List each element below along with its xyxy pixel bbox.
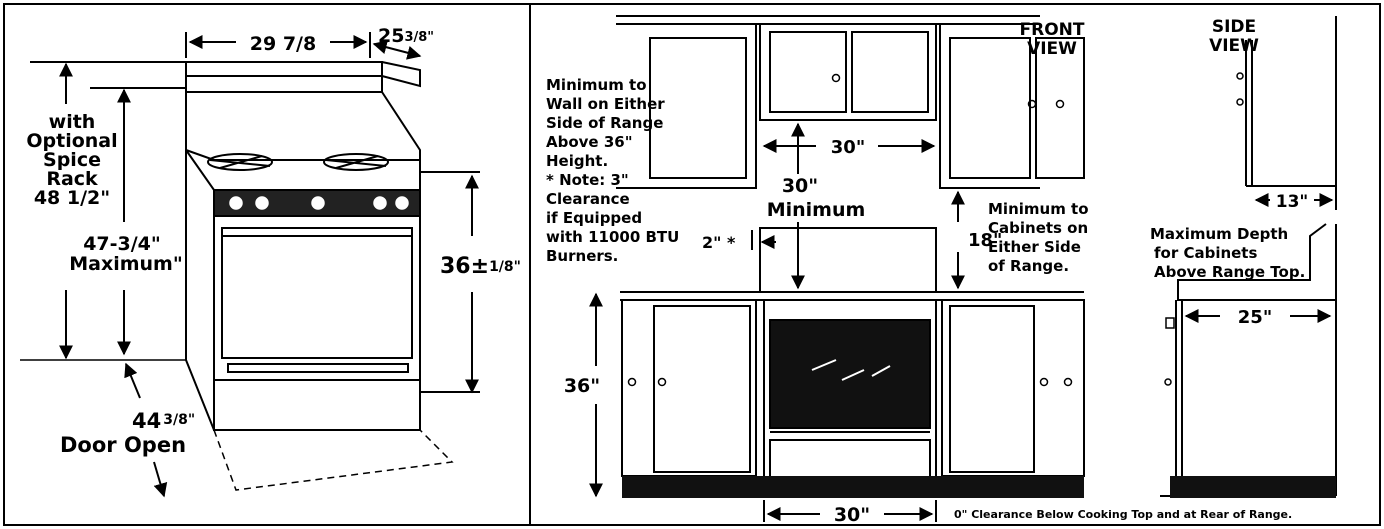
max-height-value: 47-3/4" bbox=[83, 233, 161, 255]
min-clearance-text: Minimum bbox=[767, 199, 866, 221]
spice-rack-line: Spice bbox=[43, 149, 101, 171]
wall-note-line: if Equipped bbox=[546, 209, 642, 227]
side-knobs bbox=[1164, 72, 1244, 386]
knob-icon bbox=[311, 196, 325, 210]
left-dimension-lines bbox=[30, 32, 480, 498]
base-height-label: 36" bbox=[564, 375, 600, 397]
upper-width-label: 30" bbox=[831, 137, 865, 158]
wall-note-line: * Note: 3" bbox=[546, 171, 629, 189]
cabinet-knob-icon bbox=[1164, 378, 1172, 386]
cabinet-knob-icon bbox=[1063, 377, 1073, 387]
bottom-note: 0" Clearance Below Cooking Top and at Re… bbox=[954, 508, 1292, 521]
min-clearance-value: 30" bbox=[782, 175, 818, 197]
wall-note-line: Burners. bbox=[546, 247, 618, 265]
range-knobs bbox=[229, 196, 409, 210]
side-gap-label: 2" * bbox=[702, 233, 736, 252]
cabinet-note-line: of Range. bbox=[988, 257, 1069, 275]
wall-note: Minimum to Wall on Either Side of Range … bbox=[546, 76, 679, 265]
cabinet-knob-icon bbox=[1236, 72, 1244, 80]
wall-note-line: Minimum to bbox=[546, 76, 647, 94]
wall-note-line: Height. bbox=[546, 152, 608, 170]
wall-note-line: Above 36" bbox=[546, 133, 633, 151]
cabinet-knob-icon bbox=[627, 377, 637, 387]
cabinet-knob-icon bbox=[657, 377, 667, 387]
width-label: 29 7/8 bbox=[250, 33, 316, 55]
knob-icon bbox=[373, 196, 387, 210]
cabinet-knob-icon bbox=[1027, 99, 1037, 109]
cabinet-knob-icon bbox=[831, 73, 841, 83]
front-knobs bbox=[627, 73, 1073, 387]
side-view-title: SIDE bbox=[1212, 17, 1256, 37]
spice-rack-line: Optional bbox=[26, 130, 117, 152]
spice-rack-line: 48 1/2" bbox=[34, 187, 110, 209]
door-open-text: Door Open bbox=[60, 433, 186, 457]
spice-rack-line: Rack bbox=[46, 168, 98, 190]
depth-note-line: Maximum Depth bbox=[1150, 225, 1288, 243]
wall-note-line: Clearance bbox=[546, 190, 630, 208]
cabinet-note: Minimum to Cabinets on Either Side of Ra… bbox=[988, 200, 1089, 275]
cabinet-note-line: Minimum to bbox=[988, 200, 1089, 218]
range-depth-label: 25" bbox=[1238, 307, 1272, 328]
knob-icon bbox=[229, 196, 243, 210]
front-cabinets bbox=[616, 15, 1085, 497]
depth-note-line: Above Range Top. bbox=[1154, 263, 1305, 281]
oven-window-glare bbox=[811, 359, 891, 381]
cabinet-note-line: Cabinets on bbox=[988, 219, 1088, 237]
max-height-text: Maximum" bbox=[69, 253, 183, 275]
depth-label: 253/8" bbox=[378, 25, 434, 47]
spice-rack-line: with bbox=[49, 111, 96, 133]
cabinet-knob-icon bbox=[1055, 99, 1065, 109]
front-dimension-lines bbox=[589, 122, 965, 522]
knob-icon bbox=[255, 196, 269, 210]
side-dimension-lines bbox=[1184, 193, 1334, 323]
toe-kick bbox=[622, 476, 1084, 498]
cabinet-knob-icon bbox=[1236, 98, 1244, 106]
knob-icon bbox=[395, 196, 409, 210]
counter-height-label: 36±1/8" bbox=[440, 254, 521, 279]
wall-note-line: with 11000 BTU bbox=[546, 228, 679, 246]
cabinet-knob-icon bbox=[1039, 377, 1049, 387]
cabinet-depth-label: 13" bbox=[1276, 192, 1309, 212]
range-width-label: 30" bbox=[834, 504, 870, 526]
depth-note: Maximum Depth for Cabinets Above Range T… bbox=[1150, 225, 1305, 281]
side-view-title: VIEW bbox=[1209, 36, 1259, 56]
cabinet-note-line: Either Side bbox=[988, 238, 1081, 256]
door-open-outline bbox=[213, 429, 454, 491]
side-cab-height-label: 18" bbox=[968, 230, 1002, 251]
range-knob-icon bbox=[1165, 317, 1175, 329]
wall-note-line: Side of Range bbox=[546, 114, 663, 132]
outer-frame bbox=[3, 3, 1381, 526]
front-view-title: VIEW bbox=[1027, 39, 1077, 59]
side-toe-kick bbox=[1170, 476, 1336, 498]
front-view-title: FRONT bbox=[1020, 20, 1085, 40]
spice-rack-label: with Optional Spice Rack 48 1/2" bbox=[26, 111, 117, 209]
depth-note-line: for Cabinets bbox=[1154, 244, 1257, 262]
range-illustration bbox=[185, 61, 421, 431]
wall-note-line: Wall on Either bbox=[546, 95, 665, 113]
